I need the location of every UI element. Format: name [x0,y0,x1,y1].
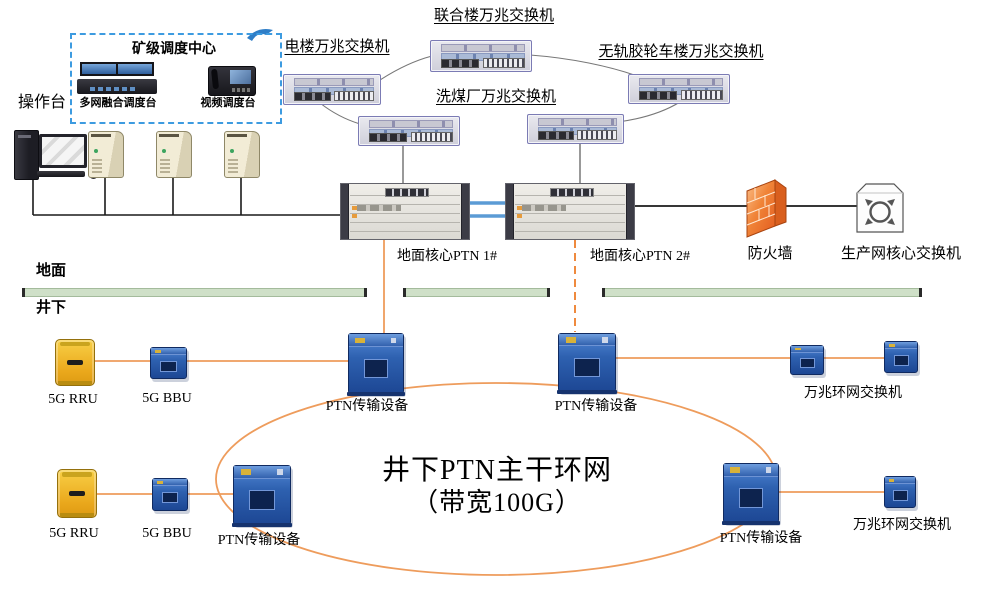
core-ptn-2-label: 地面核心PTN 2# [590,249,690,264]
server-tower-2 [156,131,192,178]
pc-monitor-device [39,134,87,168]
video-console-label: 视频调度台 [200,97,256,109]
server-tower-1 [88,131,124,178]
union-building-switch-device [430,40,532,72]
link-power-to-coal-left [319,102,361,125]
link-power-to-union [376,55,433,83]
link-trackless-to-coal-right [617,101,681,123]
firewall-icon [746,179,787,238]
bbu-label-top: 5G BBU [142,391,192,406]
swoosh-decoration-icon [247,29,273,41]
ptn-transport-device-2 [557,333,617,394]
rru-device-top [55,339,95,386]
production-core-switch-icon [856,183,904,233]
ptn-transport-device-3 [232,465,292,527]
fusion-console-label: 多网融合调度台 [79,97,157,109]
power-building-switch-label: 电楼万兆交换机 [284,39,390,55]
operator-bus-line [32,176,340,216]
ptn-transport-device-4 [722,463,780,525]
ptn-transport-device-1 [347,333,405,396]
pc-keyboard [37,171,85,177]
ground-divider-bar-2 [403,288,550,297]
rru-label-top: 5G RRU [48,392,98,407]
ring-switch-device-1b [884,341,918,373]
ring-switch-label-1: 万兆环网交换机 [804,386,902,401]
trackless-vehicle-building-switch-label: 无轨胶轮车楼万兆交换机 [598,44,764,60]
firewall-label: 防火墙 [747,246,793,262]
link-union-to-trackless [529,54,641,78]
ptn-device-label-2: PTN传输设备 [554,399,638,414]
ground-divider-bar-3 [602,288,922,297]
bbu-device-top [150,347,187,379]
video-dispatch-phone-device [208,66,256,96]
underground-ring-bandwidth: （带宽100G） [412,488,582,517]
ring-switch-device-1a [790,345,824,375]
ptn-device-label-3: PTN传输设备 [217,533,301,548]
underground-label: 井下 [36,300,67,316]
ptn-device-label-4: PTN传输设备 [719,531,803,546]
coal-washing-switch-right-device [527,114,624,144]
ground-divider-bar-1 [22,288,367,297]
core-ptn-1-label: 地面核心PTN 1# [397,249,497,264]
bbu-label-bottom: 5G BBU [142,526,192,541]
coal-washing-switch-left-device [358,116,460,146]
pc-tower-device [14,130,39,180]
core-ptn-1-device [340,183,470,240]
ring-switch-device-2 [884,476,916,508]
trackless-vehicle-building-switch-device [628,74,730,104]
union-building-switch-label: 联合楼万兆交换机 [433,8,555,24]
rru-device-bottom [57,469,97,518]
server-tower-3 [224,131,260,178]
dispatch-center-title: 矿级调度中心 [132,42,216,57]
mine-dispatch-center-box [70,33,282,124]
surface-label: 地面 [36,263,67,279]
bbu-device-bottom [152,478,188,511]
operator-console-label: 操作台 [18,94,67,111]
fusion-dispatch-console-device [77,62,157,94]
ring-switch-label-2: 万兆环网交换机 [853,518,951,533]
phone-handset-icon [210,68,220,90]
production-core-switch-label: 生产网核心交换机 [840,246,962,262]
ptn-device-label-1: PTN传输设备 [325,399,409,414]
rru-label-bottom: 5G RRU [49,526,99,541]
core-ptn-2-device [505,183,635,240]
power-building-switch-device [283,74,381,105]
coal-washing-plant-switch-label: 洗煤厂万兆交换机 [435,89,557,105]
underground-ring-title: 井下PTN主干环网 [382,455,612,486]
